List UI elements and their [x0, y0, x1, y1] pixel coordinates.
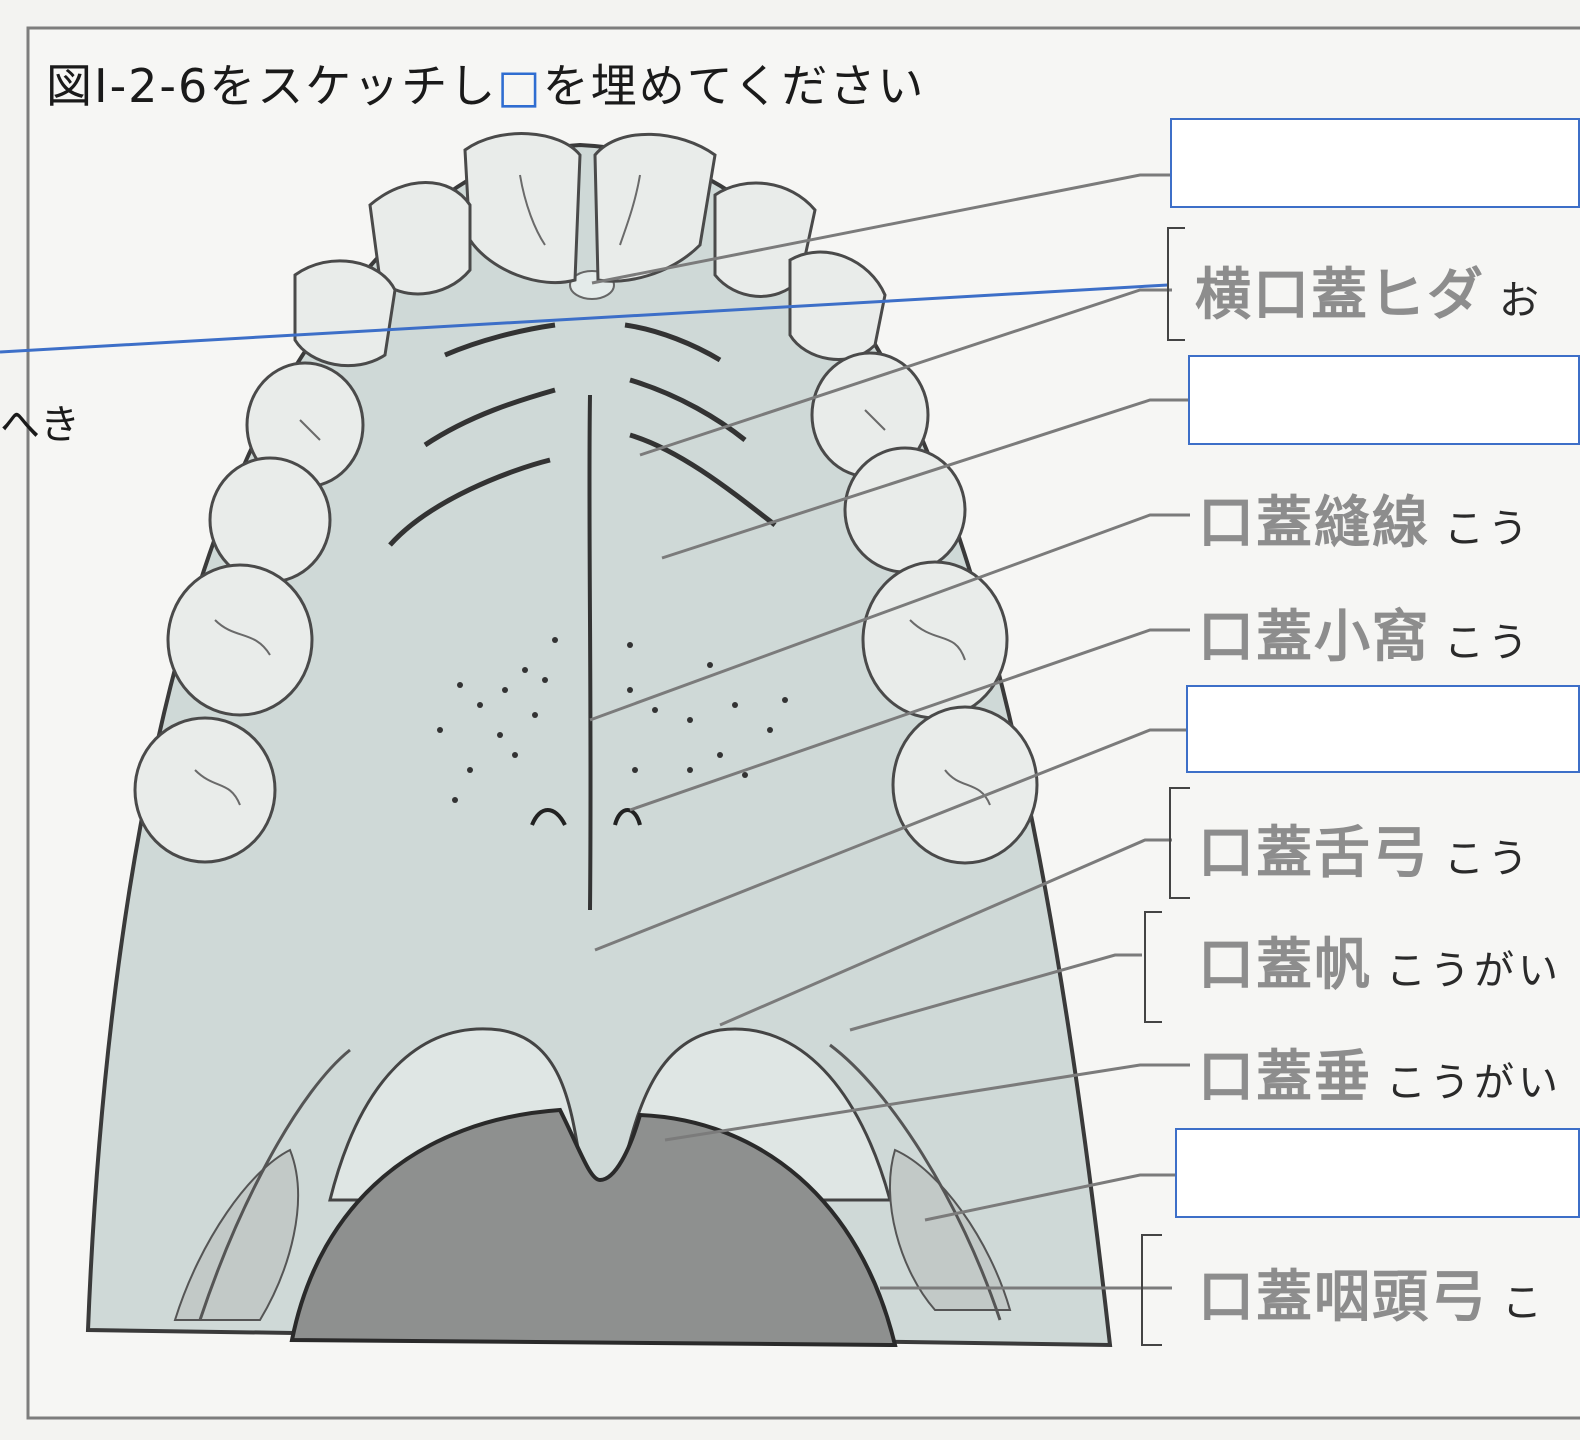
- tooth: [463, 132, 582, 285]
- instruction-title: 図I-2-6をスケッチし□を埋めてください: [46, 59, 926, 113]
- bracket: [1144, 911, 1162, 1023]
- leader-lines: [589, 173, 1190, 1290]
- leader-line: [589, 513, 1190, 722]
- tooth: [166, 563, 314, 717]
- label-uvula: 口蓋垂こうがい: [1198, 1045, 1562, 1110]
- leader-line: [719, 838, 1172, 1027]
- tooth: [133, 716, 277, 864]
- palatine-fovea-right: [613, 808, 642, 826]
- stray-reading-text: へき: [0, 402, 80, 448]
- tooth: [208, 456, 332, 584]
- label-soft-palate: 口蓋帆こうがい: [1198, 933, 1562, 998]
- answer-box-1[interactable]: [1170, 118, 1580, 208]
- label-palatine-fovea: 口蓋小窩こう: [1198, 605, 1532, 670]
- leader-line: [591, 173, 1172, 285]
- leader-line: [629, 628, 1190, 812]
- answer-box-4[interactable]: [1175, 1128, 1580, 1218]
- palatine-fold: [423, 387, 556, 448]
- palatine-tonsil-left: [173, 1148, 300, 1321]
- label-brackets: [1141, 227, 1190, 1346]
- palatine-fold: [444, 322, 556, 358]
- tooth-grooves: [194, 174, 991, 806]
- label-palatopharyngeal-arch: 口蓋咽頭弓こ: [1198, 1265, 1546, 1330]
- tooth: [861, 560, 1009, 720]
- tooth: [368, 181, 472, 296]
- leader-line: [639, 288, 1172, 457]
- palatine-fold: [388, 457, 551, 547]
- tooth: [593, 132, 717, 283]
- label-palatine-raphe: 口蓋縫線こう: [1198, 491, 1532, 556]
- answer-box-2[interactable]: [1188, 355, 1580, 445]
- palatine-raphe: [587, 394, 593, 911]
- label-palatoglossal-arch: 口蓋舌弓こう: [1198, 821, 1532, 886]
- leader-line: [661, 398, 1188, 560]
- leader-line: [594, 728, 1188, 952]
- drawn-pointer-line: [0, 283, 1169, 354]
- bracket: [1169, 787, 1190, 899]
- palatine-fovea-left: [530, 808, 567, 826]
- label-transverse-palatine-folds: 横口蓋ヒダお: [1195, 263, 1543, 328]
- leader-line: [924, 1173, 1178, 1222]
- palatopharyngeal-arch-left: [198, 1048, 351, 1321]
- leader-line: [664, 1063, 1190, 1142]
- palatopharyngeal-arch-right: [829, 1043, 1002, 1321]
- palatine-fold: [624, 322, 722, 363]
- leader-line: [849, 953, 1142, 1032]
- teeth: [133, 132, 1039, 865]
- palatine-fold: [629, 432, 777, 527]
- bracket: [1141, 1234, 1162, 1346]
- blank-box-glyph: □: [497, 59, 543, 113]
- tooth: [293, 259, 397, 368]
- bracket: [1167, 227, 1185, 341]
- answer-box-3[interactable]: [1186, 685, 1580, 773]
- tooth: [788, 250, 887, 361]
- palatine-gland-dots: [437, 637, 788, 803]
- tongue: [289, 1107, 898, 1348]
- palatine-fold: [629, 377, 747, 442]
